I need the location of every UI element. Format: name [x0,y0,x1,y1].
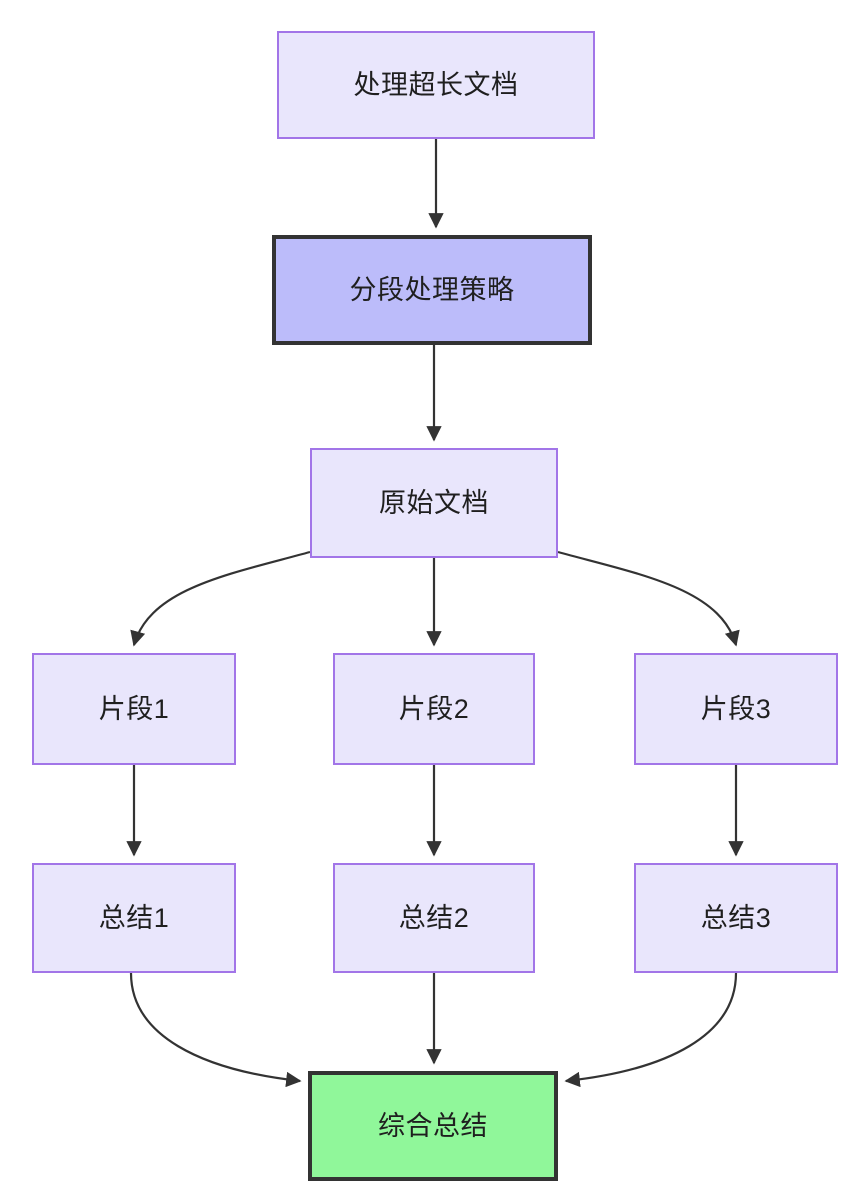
node-summary-1[interactable]: 总结1 [32,863,236,973]
node-label: 分段处理策略 [349,274,515,305]
node-label: 总结2 [398,902,470,933]
node-label: 片段1 [98,693,170,724]
node-label: 总结1 [98,902,170,933]
edge-summary-3-to-final-summary [564,972,738,1088]
node-summary-2[interactable]: 总结2 [333,863,535,973]
edge-summary-1-to-final-summary [129,972,302,1088]
node-label: 片段3 [700,693,772,724]
node-label: 综合总结 [378,1110,488,1141]
node-label: 片段2 [398,693,470,724]
node-source-document[interactable]: 原始文档 [310,448,558,558]
edge-source-document-to-fragment-1 [130,550,311,647]
node-label: 总结3 [700,902,772,933]
node-fragment-3[interactable]: 片段3 [634,653,838,765]
node-final-summary[interactable]: 综合总结 [308,1071,558,1181]
node-fragment-2[interactable]: 片段2 [333,653,535,765]
edge-source-document-to-fragment-3 [557,550,740,647]
node-fragment-1[interactable]: 片段1 [32,653,236,765]
node-label: 原始文档 [379,487,489,518]
node-label: 处理超长文档 [353,69,519,100]
node-chunk-strategy[interactable]: 分段处理策略 [272,235,592,345]
node-long-document[interactable]: 处理超长文档 [277,31,595,139]
node-summary-3[interactable]: 总结3 [634,863,838,973]
